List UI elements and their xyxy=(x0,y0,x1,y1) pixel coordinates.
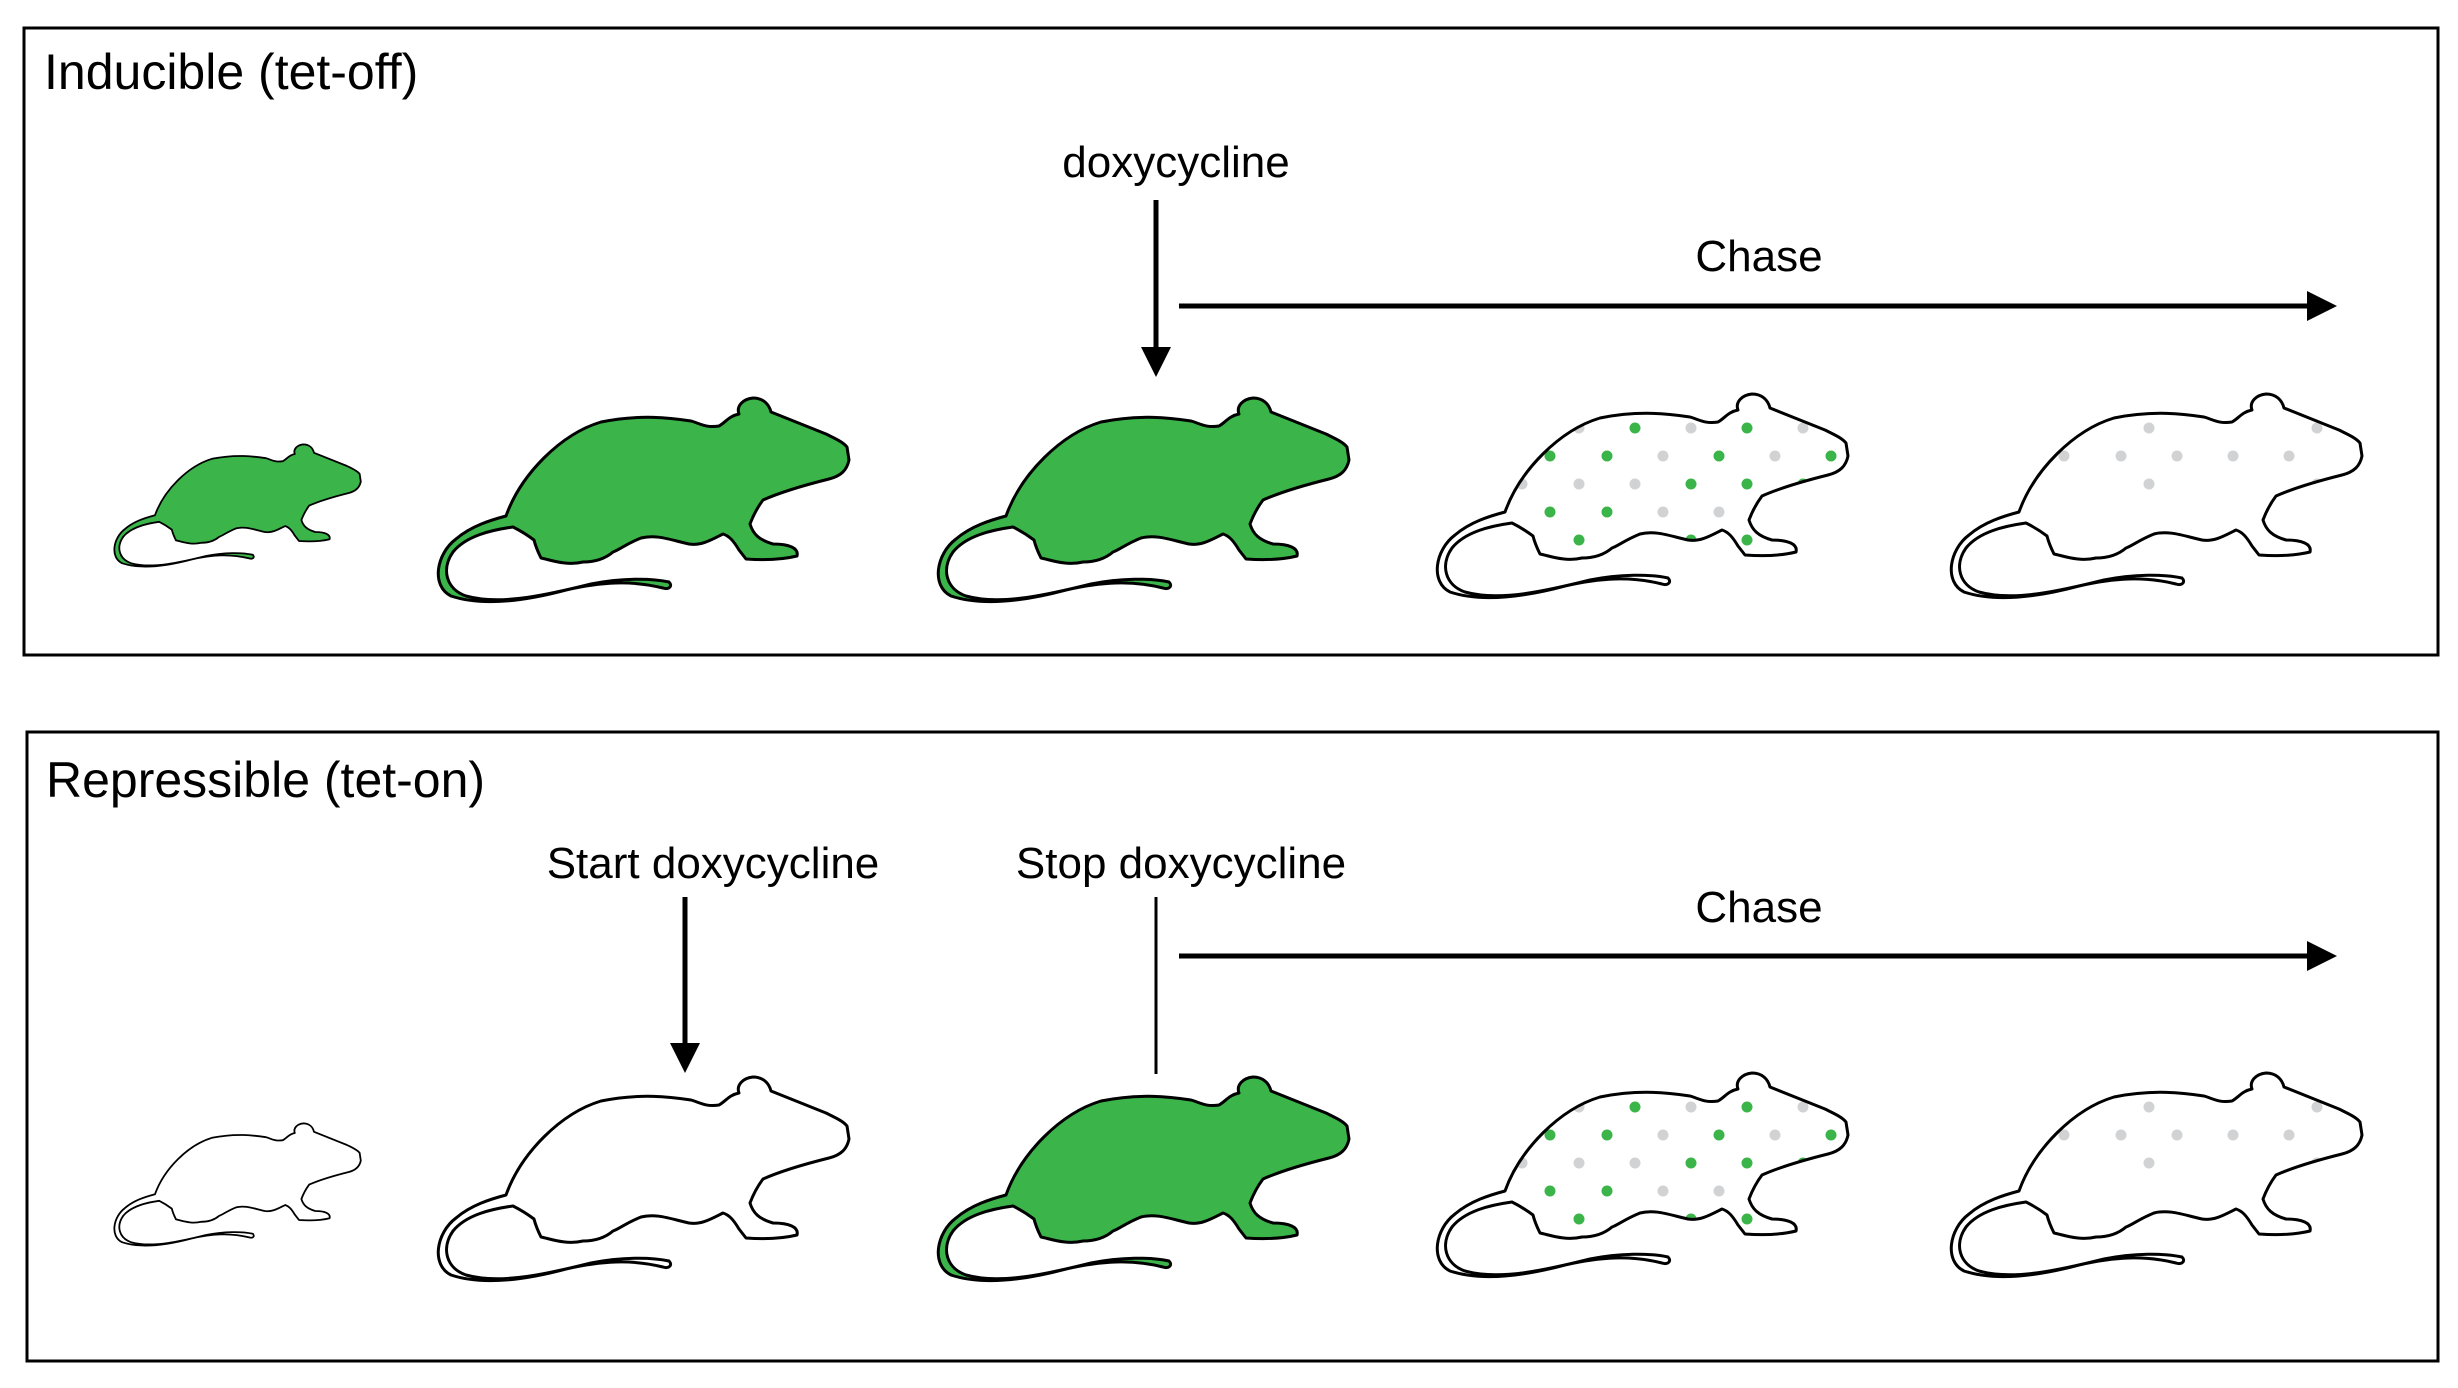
panel-frame xyxy=(25,730,2440,1363)
labeled-cell-dot xyxy=(1713,1129,1725,1141)
panel-repressible: Repressible (tet-on) Start doxycycline S… xyxy=(25,730,2440,1363)
labeled-cell-dot xyxy=(1544,506,1556,518)
unlabeled-cell-dot xyxy=(1573,478,1585,490)
mouse-row xyxy=(113,392,2364,604)
unlabeled-cell-dot xyxy=(2143,1157,2155,1169)
unlabeled-cell-dot xyxy=(2311,1101,2323,1113)
unlabeled-cell-dot xyxy=(1713,1185,1725,1197)
panel-title: Inducible (tet-off) xyxy=(44,44,418,100)
labeled-cell-dot xyxy=(1544,1185,1556,1197)
unlabeled-cell-dot xyxy=(1629,1157,1641,1169)
mouse-green xyxy=(936,1075,1351,1283)
unlabeled-cell-dot xyxy=(2115,1129,2127,1141)
mouse-green-small xyxy=(113,443,362,568)
labeled-cell-dot xyxy=(1741,478,1753,490)
unlabeled-cell-dot xyxy=(1769,450,1781,462)
unlabeled-cell-dot xyxy=(1713,506,1725,518)
cell-dots xyxy=(1516,1101,1837,1225)
unlabeled-cell-dot xyxy=(1657,506,1669,518)
labeled-cell-dot xyxy=(1741,422,1753,434)
unlabeled-cell-dot xyxy=(2227,1129,2239,1141)
unlabeled-cell-dot xyxy=(1573,1157,1585,1169)
unlabeled-cell-dot xyxy=(1685,1101,1697,1113)
chase-label: Chase xyxy=(1695,232,1822,281)
cell-dots xyxy=(2058,422,2323,490)
labeled-cell-dot xyxy=(1601,1185,1613,1197)
labeled-cell-dot xyxy=(1601,1129,1613,1141)
panel-inducible: Inducible (tet-off) doxycycline Chase xyxy=(22,26,2440,657)
labeled-cell-dot xyxy=(1601,506,1613,518)
unlabeled-cell-dot xyxy=(2143,478,2155,490)
unlabeled-cell-dot xyxy=(2171,450,2183,462)
unlabeled-cell-dot xyxy=(2227,450,2239,462)
stop-doxycycline-label: Stop doxycycline xyxy=(1016,839,1346,888)
unlabeled-cell-dot xyxy=(1685,422,1697,434)
labeled-cell-dot xyxy=(1629,422,1641,434)
mouse-dotted-grey xyxy=(1949,1071,2364,1279)
start-doxycycline-label: Start doxycycline xyxy=(547,839,880,888)
labeled-cell-dot xyxy=(1544,450,1556,462)
unlabeled-cell-dot xyxy=(2171,1129,2183,1141)
unlabeled-cell-dot xyxy=(2143,1101,2155,1113)
unlabeled-cell-dot xyxy=(1629,478,1641,490)
unlabeled-cell-dot xyxy=(2058,450,2070,462)
mouse-row xyxy=(113,1071,2364,1283)
unlabeled-cell-dot xyxy=(2283,450,2295,462)
unlabeled-cell-dot xyxy=(2311,422,2323,434)
chase-label: Chase xyxy=(1695,883,1822,932)
unlabeled-cell-dot xyxy=(2143,422,2155,434)
mouse-dotted-mixed xyxy=(1435,392,1850,600)
panel-title: Repressible (tet-on) xyxy=(46,752,485,808)
unlabeled-cell-dot xyxy=(1657,1129,1669,1141)
unlabeled-cell-dot xyxy=(2115,450,2127,462)
mouse-dotted-mixed xyxy=(1435,1071,1850,1279)
mouse-green xyxy=(436,396,851,604)
labeled-cell-dot xyxy=(1685,478,1697,490)
mouse-dotted-grey xyxy=(1949,392,2364,600)
labeled-cell-dot xyxy=(1741,1101,1753,1113)
unlabeled-cell-dot xyxy=(1797,422,1809,434)
labeled-cell-dot xyxy=(1741,1157,1753,1169)
labeled-cell-dot xyxy=(1713,450,1725,462)
unlabeled-cell-dot xyxy=(2283,1129,2295,1141)
labeled-cell-dot xyxy=(1685,1157,1697,1169)
mouse-green xyxy=(936,396,1351,604)
doxycycline-label: doxycycline xyxy=(1062,138,1289,187)
labeled-cell-dot xyxy=(1544,1129,1556,1141)
cell-dots xyxy=(2058,1101,2323,1169)
labeled-cell-dot xyxy=(1573,534,1585,546)
unlabeled-cell-dot xyxy=(1769,1129,1781,1141)
labeled-cell-dot xyxy=(1825,1129,1837,1141)
mouse-white xyxy=(436,1075,851,1283)
unlabeled-cell-dot xyxy=(1657,450,1669,462)
unlabeled-cell-dot xyxy=(1657,1185,1669,1197)
labeled-cell-dot xyxy=(1825,450,1837,462)
labeled-cell-dot xyxy=(1741,1213,1753,1225)
mouse-white-small xyxy=(113,1122,362,1247)
labeled-cell-dot xyxy=(1573,1213,1585,1225)
labeled-cell-dot xyxy=(1741,534,1753,546)
labeled-cell-dot xyxy=(1629,1101,1641,1113)
unlabeled-cell-dot xyxy=(2058,1129,2070,1141)
unlabeled-cell-dot xyxy=(1797,1101,1809,1113)
labeled-cell-dot xyxy=(1601,450,1613,462)
panel-frame xyxy=(22,26,2440,657)
